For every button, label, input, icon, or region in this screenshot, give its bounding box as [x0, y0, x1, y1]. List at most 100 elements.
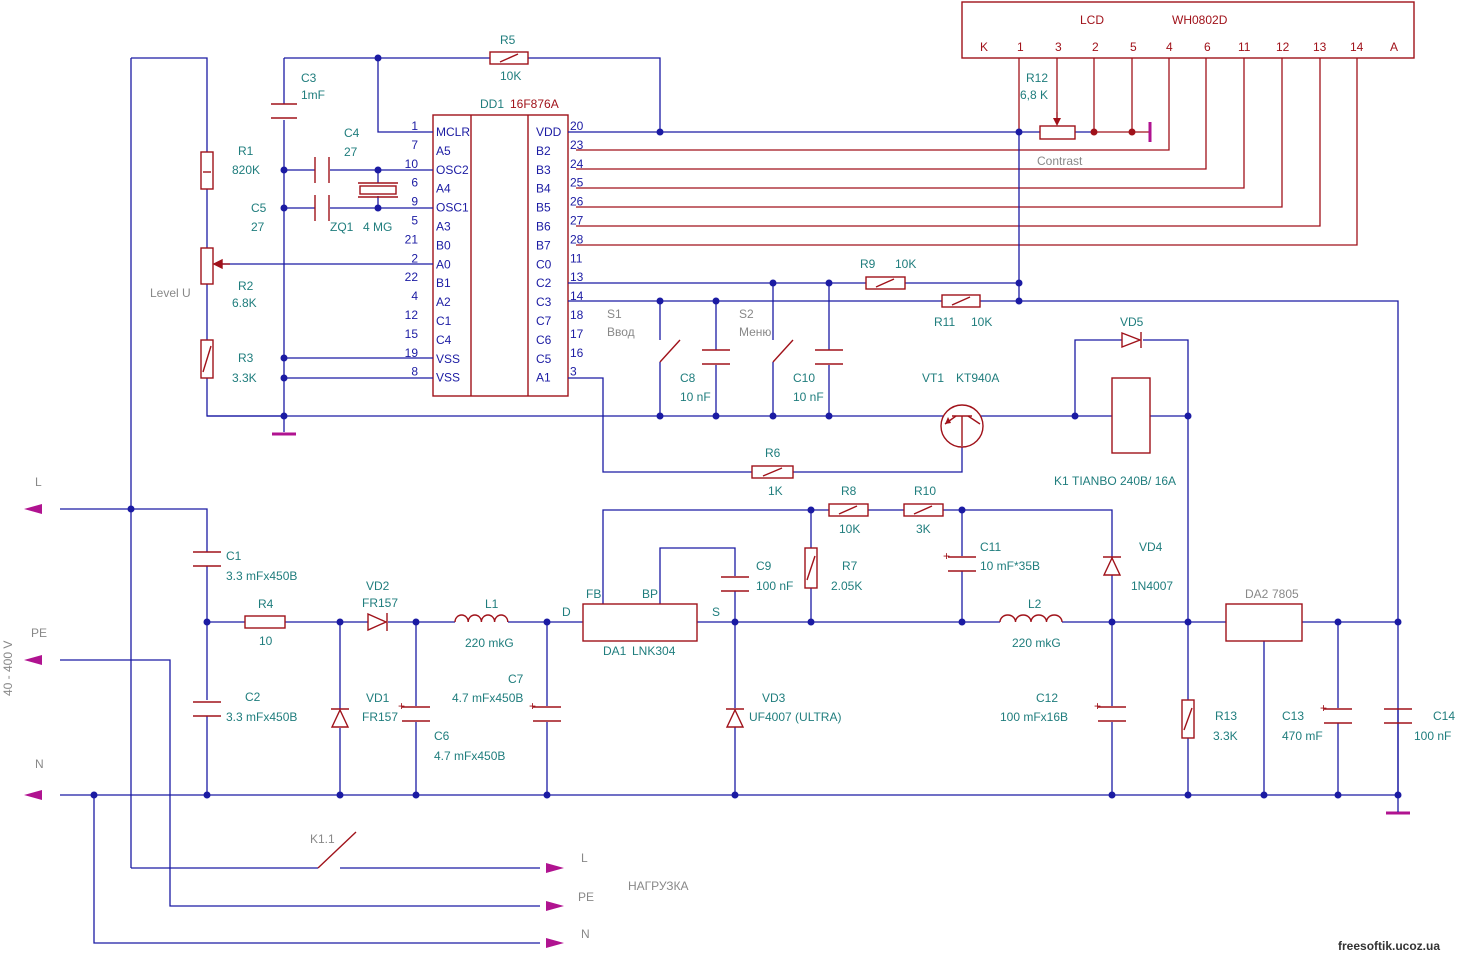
mcu-right-pin-number: 28	[570, 232, 584, 246]
mcu-left-pin-name: C4	[436, 333, 452, 347]
c5-ref: C5	[251, 201, 267, 215]
mcu-right-pin-number: 11	[570, 251, 583, 265]
l1-val: 220 mkG	[465, 636, 514, 650]
switch-s2: S2 Меню	[739, 307, 794, 363]
c2-ref: C2	[245, 690, 261, 704]
capacitor-c7: + C7 4.7 mFx450B	[452, 672, 561, 722]
svg-text:+: +	[398, 699, 405, 713]
diode-vd3: VD3 UF4007 (ULTRA)	[725, 691, 841, 728]
svg-text:+: +	[529, 699, 536, 713]
resistor-r11: R11 10K	[934, 294, 992, 329]
power-wiring	[60, 508, 1399, 944]
regulator-da2: DA2 7805	[1225, 587, 1303, 642]
mcu-left-pin-name: C1	[436, 314, 452, 328]
r9-val: 10K	[895, 257, 916, 271]
capacitor-c2: C2 3.3 mFx450B	[193, 690, 297, 724]
r3-ref: R3	[238, 351, 254, 365]
c6-val: 4.7 mFx450B	[434, 749, 505, 763]
switch-s1: S1 Ввод	[607, 307, 681, 363]
vt1-val: KT940A	[956, 371, 999, 385]
output-l-label: L	[581, 851, 588, 865]
s2-ref: S2	[739, 307, 754, 321]
capacitor-c14: C14 100 nF	[1384, 708, 1455, 743]
r10-ref: R10	[914, 484, 936, 498]
mcu-left-pin-number: 22	[405, 270, 419, 284]
da2-val: 7805	[1272, 587, 1299, 601]
junction-dots	[90, 54, 1402, 799]
mcu-right-pin-name: C0	[536, 257, 552, 271]
da1-pin-fb: FB	[586, 587, 601, 601]
mcu-left-pin-number: 15	[405, 327, 419, 341]
da1-pin-bp: BP	[642, 587, 658, 601]
mcu-right-pin-number: 16	[570, 346, 584, 360]
mcu-right-pin-name: B3	[536, 163, 551, 177]
mcu-left-pin-name: VSS	[436, 352, 460, 366]
resistor-r6: R6 1K	[751, 446, 794, 498]
svg-text:+: +	[1320, 701, 1327, 715]
vd3-ref: VD3	[762, 691, 786, 705]
mcu-left-pin-number: 19	[405, 346, 419, 360]
input-n-label: N	[35, 757, 44, 771]
r8-ref: R8	[841, 484, 857, 498]
capacitor-c4: C4 27	[314, 126, 360, 183]
da2-ref: DA2	[1245, 587, 1269, 601]
inductor-l2: L2 220 mkG	[999, 597, 1063, 650]
mcu-right-pin-name: B6	[536, 220, 551, 234]
resistor-r5: R5 10K	[489, 33, 529, 83]
mcu-left-pin-number: 1	[411, 119, 418, 133]
r4-ref: R4	[258, 597, 274, 611]
r1-val: 820K	[232, 163, 260, 177]
l2-val: 220 mkG	[1012, 636, 1061, 650]
ic-da1: FB BP D S DA1 LNK304	[562, 587, 720, 658]
vd4-val: 1N4007	[1131, 579, 1173, 593]
input-terminals: L PE N 40 - 400 V	[1, 475, 47, 800]
mcu-left-pin-name: A3	[436, 220, 451, 234]
mcu-right-pin-number: 13	[570, 270, 584, 284]
mcu-right-pin-name: B7	[536, 238, 551, 252]
output-terminals: L PE N НАГРУЗКА	[546, 851, 689, 948]
lcd-pin-3: 3	[1055, 40, 1062, 54]
l1-ref: L1	[485, 597, 499, 611]
top-left-wiring	[130, 57, 1094, 868]
watermark: freesoftik.ucoz.ua	[1338, 939, 1440, 953]
mcu-ref: DD1	[480, 97, 504, 111]
r5-ref: R5	[500, 33, 516, 47]
input-l-label: L	[35, 475, 42, 489]
c6-ref: C6	[434, 729, 450, 743]
mcu-left-pin-name: OSC1	[436, 201, 469, 215]
mcu-right-pin-name: A1	[536, 371, 551, 385]
mcu-right-pin-number: 14	[570, 289, 584, 303]
r12-ref: R12	[1026, 71, 1048, 85]
r9-ref: R9	[860, 257, 876, 271]
vt1-ref: VT1	[922, 371, 944, 385]
c14-val: 100 nF	[1414, 729, 1451, 743]
lcd-pin-a: A	[1390, 40, 1398, 54]
lcd-pin-12: 12	[1276, 40, 1290, 54]
resistor-r13: R13 3.3K	[1181, 699, 1238, 743]
mcu-part: 16F876A	[510, 97, 559, 111]
r13-ref: R13	[1215, 709, 1237, 723]
c12-ref: C12	[1036, 691, 1058, 705]
r7-ref: R7	[842, 559, 858, 573]
r2-ref: R2	[238, 279, 254, 293]
r5-val: 10K	[500, 69, 521, 83]
mcu-right-pin-name: C3	[536, 295, 552, 309]
c13-ref: C13	[1282, 709, 1304, 723]
svg-text:+: +	[1094, 699, 1101, 713]
c4-val: 27	[344, 145, 358, 159]
vd3-val: UF4007 (ULTRA)	[749, 710, 841, 724]
s2-label: Меню	[739, 325, 771, 339]
mcu-left-pin-name: A4	[436, 182, 451, 196]
buttons-wiring	[207, 132, 1399, 795]
vd1-val: FR157	[362, 710, 398, 724]
potentiometer-r12: R12 6,8 K Contrast	[1020, 71, 1083, 168]
r8-val: 10K	[839, 522, 860, 536]
capacitor-c1: C1 3.3 mFx450B	[193, 549, 297, 583]
lcd-pin-5: 5	[1130, 40, 1137, 54]
mcu-right-pin-number: 23	[570, 138, 584, 152]
mcu-left-pin-number: 2	[411, 251, 418, 265]
resistor-r4: R4 10	[244, 597, 286, 648]
mcu-left-pin-name: B0	[436, 238, 451, 252]
da1-pin-d: D	[562, 605, 571, 619]
